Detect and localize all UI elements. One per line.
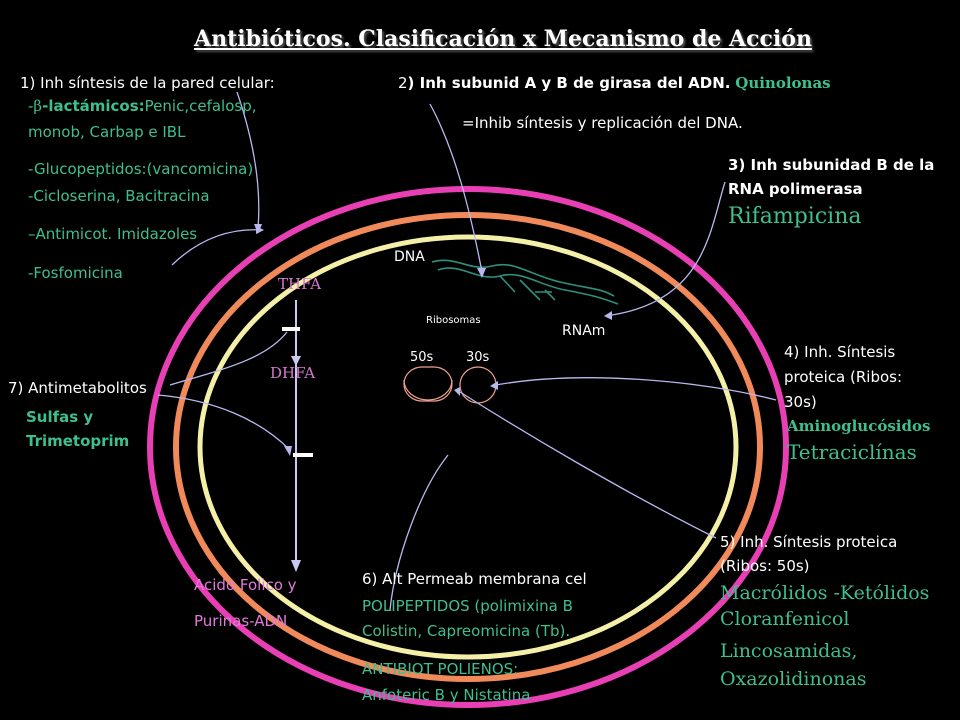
g5-line2: (Ribos: 50s) [720, 557, 810, 575]
dhfa-label: DHFA [270, 364, 316, 382]
pointer-g6 [389, 454, 449, 611]
arrowhead-g7b [284, 446, 292, 456]
g1-head: ) Inh síntesis de la pared celular: [29, 74, 275, 92]
pointer-g4 [495, 377, 777, 401]
pointer-g3 [611, 181, 726, 316]
g5-drug2: Cloranfenicol [720, 608, 850, 630]
g2-number: 2 [398, 74, 408, 92]
pointer-g1b [171, 229, 263, 266]
arrowhead-g2 [477, 268, 486, 278]
g2-sub: =Inhib síntesis y replicación del DNA. [462, 114, 743, 132]
ribosome-30s [459, 366, 497, 404]
g4-line1: 4) Inh. Síntesis [784, 343, 896, 361]
g1-glico: -Glucopeptidos:(vancomicina) [28, 160, 254, 178]
folate-arrowhead-1 [291, 356, 301, 366]
g1-header: 1) Inh síntesis de la pared celular: [20, 74, 275, 92]
arrowhead-g5 [454, 387, 460, 396]
g3-head1-text: ) Inh subunidad B de la [738, 156, 935, 174]
ribosome-30s-label: 30s [466, 350, 490, 365]
ribosome-50s-label: 50s [410, 350, 434, 365]
g3-drug: Rifampicina [728, 204, 862, 229]
dna-label: DNA [394, 249, 425, 265]
g7-drug1: Sulfas y [26, 408, 94, 426]
g7-drug2: Trimetoprim [26, 432, 130, 450]
g3-head2: RNA polimerasa [728, 180, 863, 198]
g2-drug: Quinolonas [735, 74, 831, 92]
rnam-label: RNAm [562, 323, 606, 339]
g1-number: 1 [20, 74, 30, 92]
pointer-g1 [236, 91, 260, 229]
g1-beta-bold: -lactámicos: [42, 97, 145, 115]
g1-ciclo: -Cicloserina, Bacitracina [28, 187, 210, 205]
g5-drug3: Lincosamidas, [720, 640, 858, 662]
g1-beta-prefix: - [28, 97, 34, 115]
g5-drug4: Oxazolidinonas [720, 668, 867, 690]
g4-line3: 30s) [784, 393, 817, 411]
g6-poli2: Colistin, Capreomicina (Tb). [362, 622, 571, 640]
thfa-label: THFA [278, 275, 322, 293]
cytoplasmic-membrane-ring [197, 234, 739, 660]
g4-drug1: Aminoglucósidos [787, 417, 931, 435]
pointer-g5 [459, 391, 717, 539]
cell-wall-ring [147, 186, 789, 708]
outer-membrane-ring [173, 212, 763, 682]
g4-drug2: Tetraciclínas [787, 440, 917, 464]
arrowhead-g1b [256, 226, 264, 234]
folate-arrowhead-2 [291, 560, 301, 572]
pointer-g7a [169, 331, 288, 386]
arrowhead-g4 [490, 381, 498, 390]
beta-symbol: β [33, 97, 43, 115]
g1-beta: -β-lactámicos:Penic,cefalosp, [28, 97, 257, 115]
g1-fosfo: -Fosfomicina [28, 264, 123, 282]
g1-antimicot: –Antimicot. Imidazoles [28, 225, 198, 243]
g7-head: ) Antimetabolitos [17, 379, 147, 397]
ribosome-50s [403, 366, 453, 402]
acido-folico-label: Acido Folico y [194, 576, 297, 594]
pointer-g2 [429, 103, 483, 273]
g2-head: ) Inh subunid A y B de girasa del ADN. [407, 74, 731, 92]
purinas-label: Purinas-ADN [194, 612, 288, 630]
g6-polieno2: Anfoteric B y Nistatina [362, 686, 531, 704]
g5-line1: 5) Inh. Síntesis proteica [720, 533, 898, 551]
pointer-g7b [157, 394, 291, 451]
page-title: Antibióticos. Clasificación x Mecanismo … [194, 26, 812, 52]
inhibition-bar-1 [282, 327, 300, 331]
g3-number: 3 [728, 156, 739, 174]
g1-beta-line2: monob, Carbap e IBL [28, 123, 186, 141]
g7-number: 7 [8, 379, 18, 397]
g6-polieno1: ANTIBIOT POLIENOS: [362, 660, 519, 678]
g6-poli1: POLIPEPTIDOS (polimixina B [362, 597, 573, 615]
g1-beta-rest: Penic,cefalosp, [144, 97, 257, 115]
g3-head1: 3) Inh subunidad B de la [728, 156, 934, 174]
g6-line1: 6) Alt Permeab membrana cel [362, 570, 587, 588]
g4-line2: proteica (Ribos: [784, 368, 903, 386]
inhibition-bar-2 [293, 453, 313, 457]
g2-header: 2) Inh subunid A y B de girasa del ADN. … [398, 74, 831, 92]
g5-drug1: Macrólidos -Ketólidos [720, 582, 930, 604]
arrowhead-g3 [604, 311, 612, 320]
ribosomas-label: Ribosomas [426, 315, 481, 326]
g7-header: 7) Antimetabolitos [8, 379, 147, 397]
dna-strand [431, 259, 619, 305]
